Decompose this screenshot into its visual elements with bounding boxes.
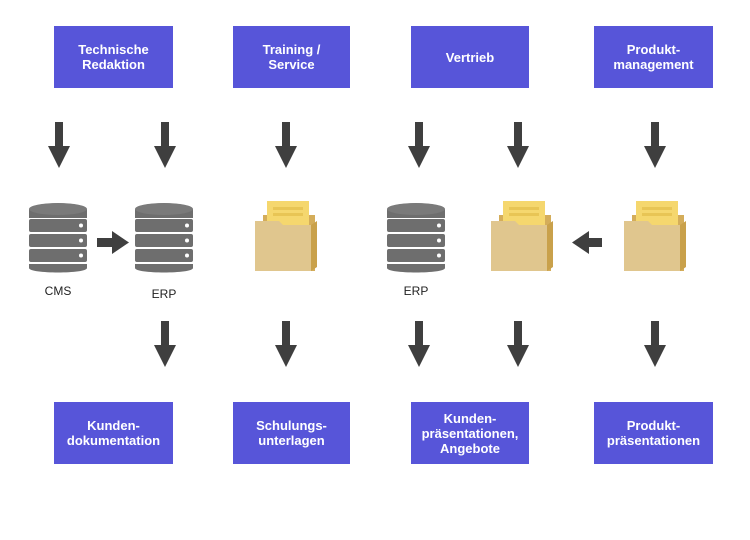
arrow-right-icon — [97, 231, 129, 254]
folder-icon — [624, 201, 686, 271]
arrow-down-icon — [507, 321, 529, 367]
label-erp: ERP — [403, 284, 429, 298]
arrow-down-icon — [275, 321, 297, 367]
box-produktpraesentationen: Produkt- präsentationen — [594, 402, 713, 464]
box-schulungsunterlagen: Schulungs- unterlagen — [233, 402, 350, 464]
folder-icon — [491, 201, 553, 271]
box-produktmanagement: Produkt- management — [594, 26, 713, 88]
database-icon — [29, 203, 87, 273]
box-training-service: Training / Service — [233, 26, 350, 88]
arrow-down-icon — [644, 122, 666, 168]
label-erp: ERP — [151, 287, 177, 301]
arrow-left-icon — [572, 231, 602, 254]
arrow-down-icon — [408, 122, 430, 168]
arrow-down-icon — [154, 122, 176, 168]
folder-icon — [255, 201, 317, 271]
arrow-down-icon — [48, 122, 70, 168]
box-technische-redaktion: Technische Redaktion — [54, 26, 173, 88]
database-icon — [135, 203, 193, 273]
arrow-down-icon — [275, 122, 297, 168]
arrow-down-icon — [154, 321, 176, 367]
arrow-down-icon — [507, 122, 529, 168]
box-kundendokumentation: Kunden- dokumentation — [54, 402, 173, 464]
box-kundenpraesentationen-angebote: Kunden- präsentationen, Angebote — [411, 402, 529, 464]
arrow-down-icon — [644, 321, 666, 367]
label-cms: CMS — [44, 284, 72, 298]
arrow-down-icon — [408, 321, 430, 367]
database-icon — [387, 203, 445, 273]
box-vertrieb: Vertrieb — [411, 26, 529, 88]
